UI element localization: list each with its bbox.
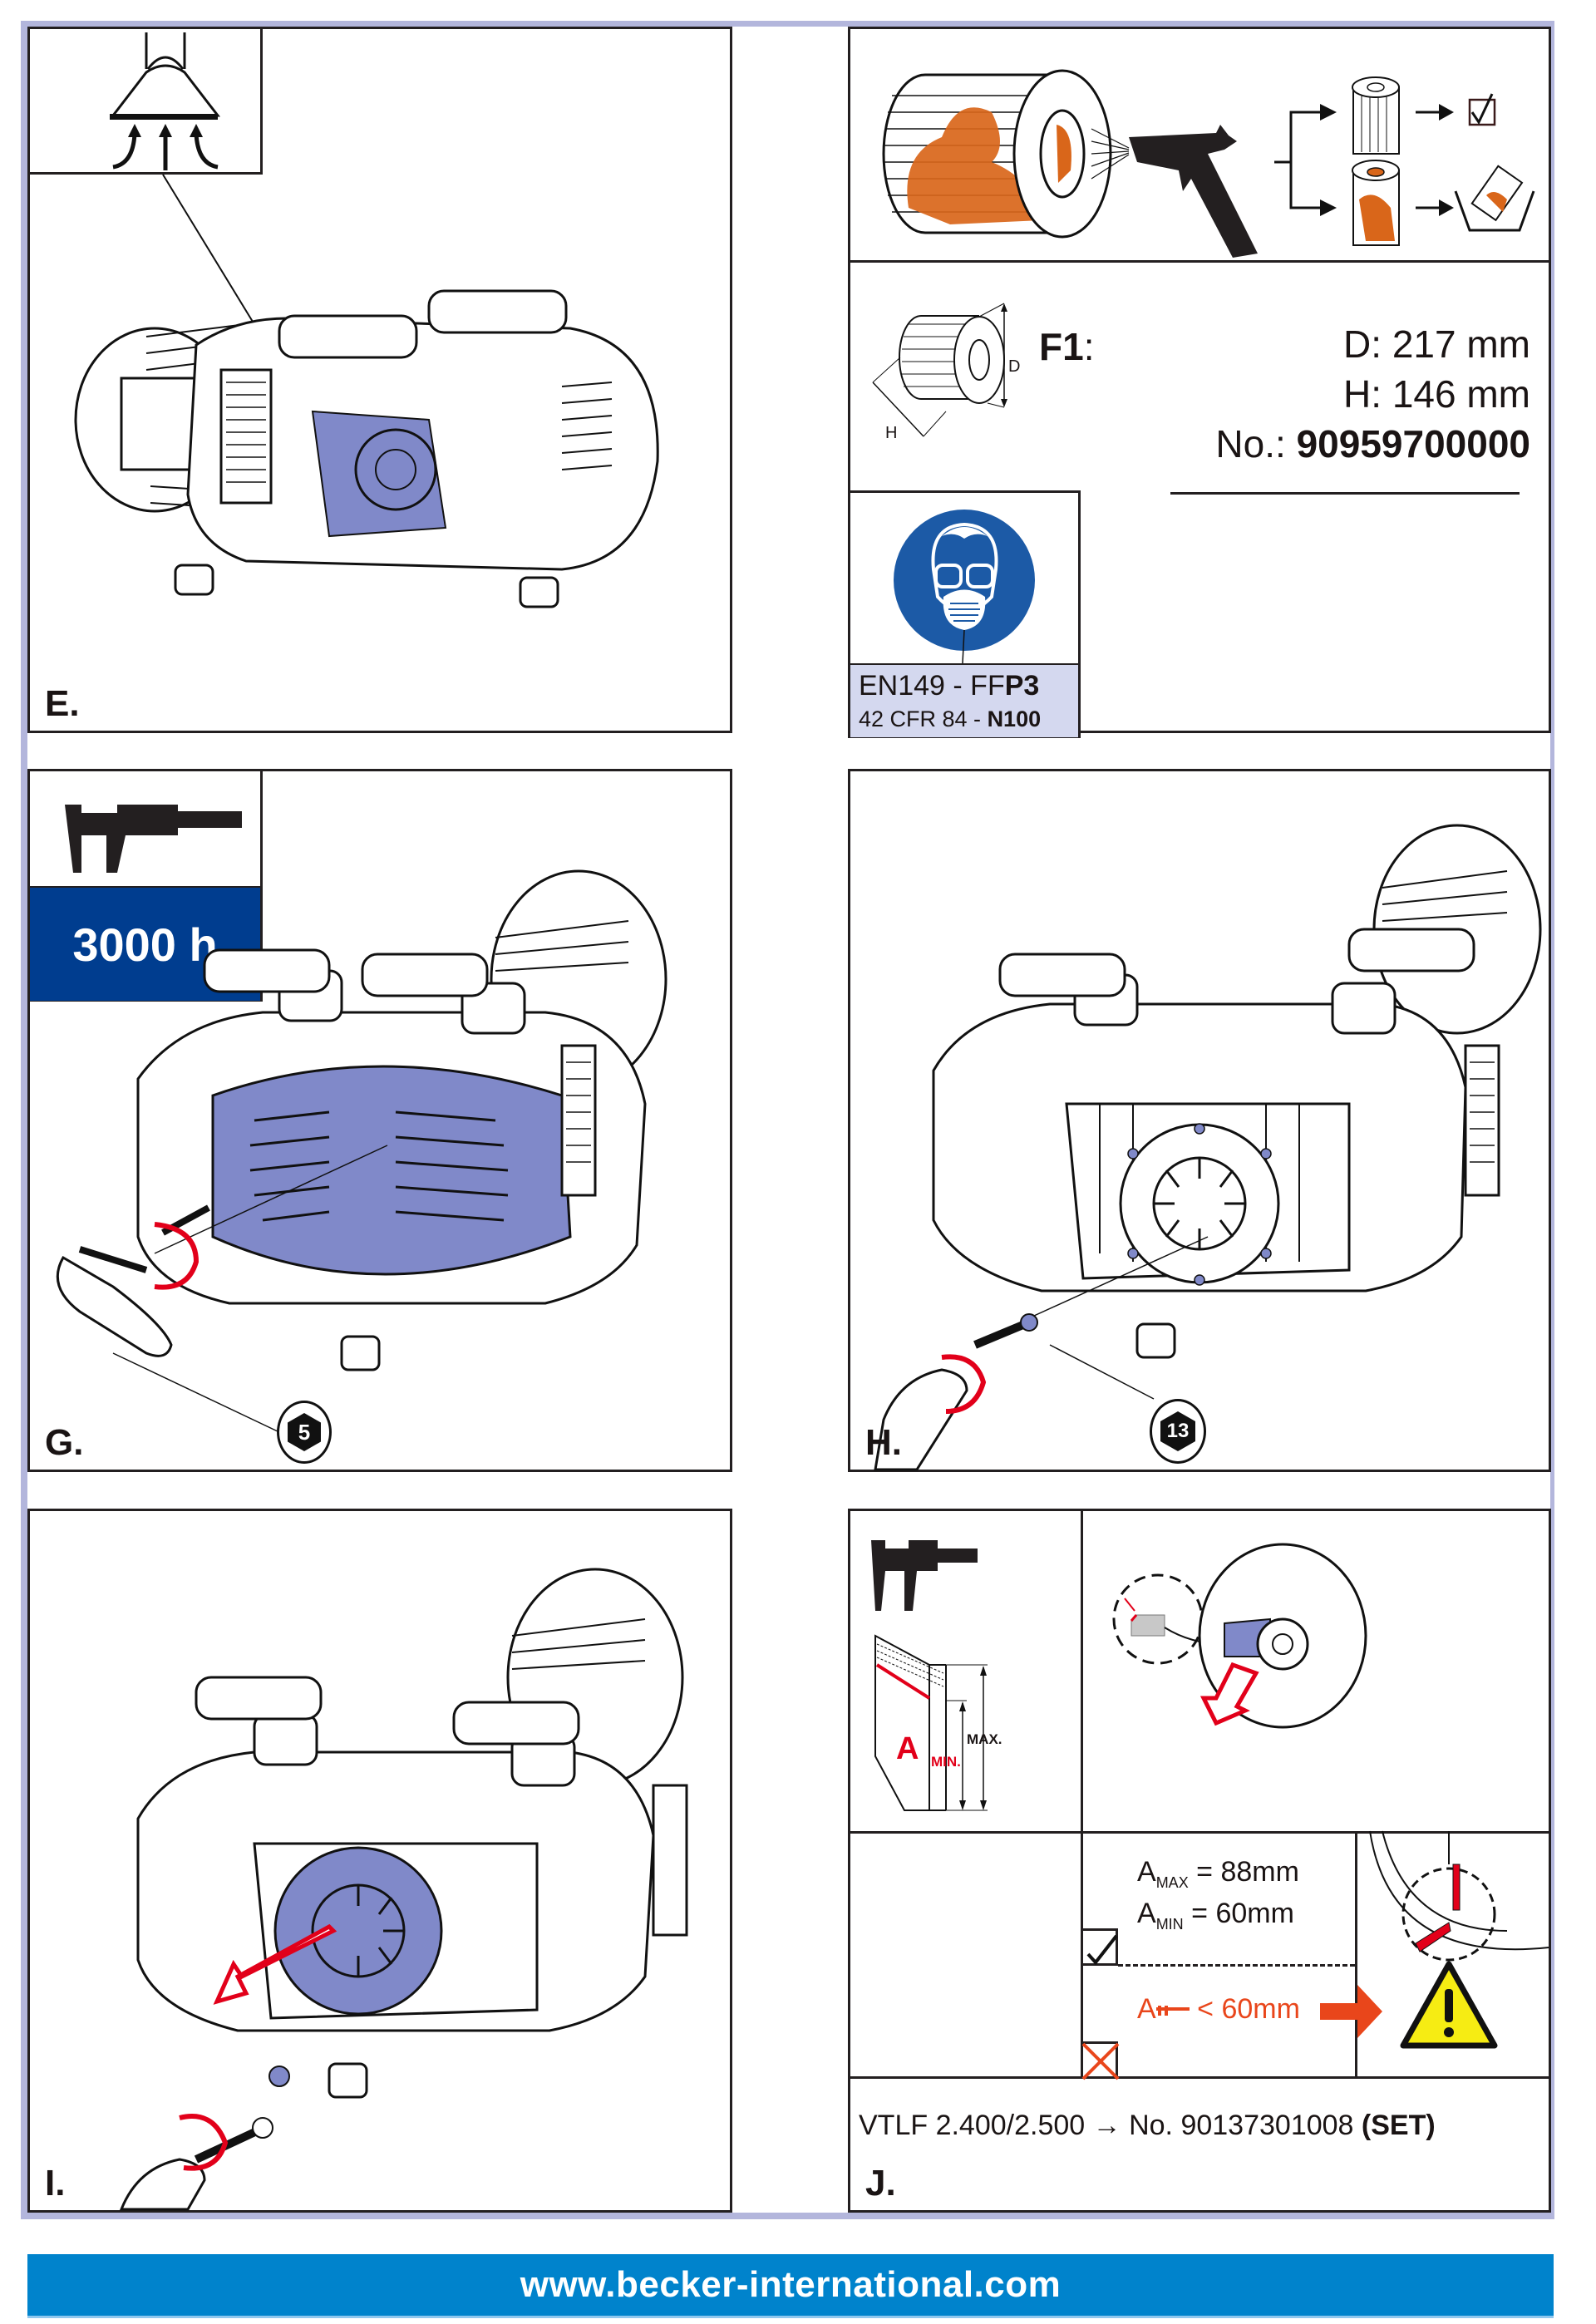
- rotate-arrow-icon: [154, 1222, 200, 1290]
- rotate-arrow-icon: [941, 1354, 987, 1414]
- a-max-value: = 88mm: [1196, 1856, 1299, 1888]
- wrench-size-badge-13: 13: [1150, 1399, 1206, 1464]
- step-letter-i: I.: [45, 2163, 66, 2203]
- filter-dimension-diagram: [872, 303, 1007, 437]
- pull-arrow-icon: [213, 1923, 337, 2005]
- step-letter-h: H.: [865, 1422, 902, 1463]
- extraction-hood-inset: [27, 27, 263, 175]
- a-min-value: = 60mm: [1191, 1898, 1294, 1929]
- divider: [850, 1831, 1549, 1834]
- part-number-label: No.:: [1215, 422, 1286, 465]
- branch-arrows: [1274, 111, 1324, 209]
- filter-id-colon: :: [1083, 325, 1095, 368]
- filter-height: H: 146 mm: [1343, 372, 1530, 416]
- warning-icon: [1400, 1961, 1498, 2049]
- panel-e: E.: [27, 27, 732, 733]
- compressor-rotor-illustration: [119, 1568, 688, 2211]
- caliper-icon: [871, 1540, 978, 1611]
- website-url[interactable]: www.becker-international.com: [520, 2264, 1062, 2305]
- ppe-line-2-bold: N100: [987, 707, 1042, 731]
- panel-g: 3000 h 5 G.: [27, 769, 732, 1472]
- kit-model: VTLF 2.400/2.500: [859, 2110, 1086, 2141]
- dashed-divider: [1118, 1964, 1355, 1967]
- compressor-illustration: [74, 174, 659, 608]
- ppe-line-2-prefix: 42 CFR 84 -: [859, 707, 988, 731]
- kit-arrow: →: [1092, 2110, 1121, 2141]
- panel-j: A MAX. MIN. AMAX = 88mm AMIN = 60mm A < …: [848, 1509, 1551, 2213]
- filter-id-code: F1: [1039, 325, 1084, 368]
- a-warning-value: < 60mm: [1197, 1993, 1300, 2025]
- caliper-icon: [1155, 2006, 1190, 2016]
- panel-h: 13 H.: [848, 769, 1551, 1472]
- right-arrow-icon: [1320, 1985, 1382, 2038]
- vane-icon: [874, 1634, 947, 1811]
- filter-cleaning-diagram: [882, 69, 1535, 258]
- caliper-icon: [65, 805, 242, 873]
- ok-filter-icon: [1352, 76, 1400, 155]
- a-max-spec: AMAX = 88mm: [1137, 1856, 1299, 1891]
- part-number-value: 90959700000: [1296, 422, 1530, 465]
- spec-underline: [1170, 492, 1520, 495]
- ppe-line-1-prefix: EN149 - FF: [859, 670, 1005, 702]
- min-label: MIN.: [931, 1754, 961, 1770]
- a-warning-symbol: A: [1137, 1993, 1156, 2025]
- filter-part-number: No.: 90959700000: [1215, 421, 1530, 466]
- disposal-bin-icon: [1454, 165, 1535, 232]
- air-gun-icon: [1129, 125, 1258, 258]
- filter-cartridge-icon: [882, 69, 1112, 239]
- ppe-line-2: 42 CFR 84 - N100: [859, 707, 1041, 732]
- a-min-spec: AMIN = 60mm: [1137, 1898, 1294, 1933]
- filter-diameter: D: 217 mm: [1343, 323, 1530, 366]
- divider: [1081, 1511, 1083, 2076]
- pull-arrow-icon: [1199, 1662, 1259, 1726]
- filter-dimension-icon: [872, 303, 1007, 437]
- wrench-size-badge-5: 5: [277, 1401, 332, 1464]
- interval-value: 3000 h: [72, 918, 218, 971]
- checkbox-ok-icon: [1081, 1928, 1118, 1966]
- kit-number: No. 90137301008: [1129, 2110, 1354, 2141]
- vane-removal-diagram: [1112, 1543, 1367, 1729]
- filter-id: F1:: [1039, 324, 1094, 369]
- wrench-size-5: 5: [288, 1413, 321, 1451]
- air-spray-lines: [1091, 128, 1130, 180]
- panel-f: D H F1: D: 217 mm H: 146 mm No.: 9095970…: [848, 27, 1551, 738]
- dirty-filter-icon: [1352, 160, 1400, 246]
- ppe-line-1-bold: P3: [1004, 670, 1040, 702]
- dimension-label-h: H: [885, 424, 898, 442]
- screwdriver-icon: [874, 1313, 1038, 1471]
- respirator-mask-icon: [894, 510, 1035, 664]
- vane-measure-diagram: [871, 1540, 988, 1811]
- step-letter-e: E.: [45, 683, 80, 724]
- panel-i: I.: [27, 1509, 732, 2213]
- rotate-arrow-icon: [179, 2114, 229, 2171]
- divider: [850, 2076, 1549, 2079]
- compressor-open-illustration: [874, 824, 1542, 1471]
- repair-kit-info: VTLF 2.400/2.500 → No. 90137301008 (SET): [859, 2110, 1436, 2142]
- ppe-standard-label: EN149 - FFP3 42 CFR 84 - N100: [850, 663, 1078, 737]
- screwdriver-icon: [119, 2117, 273, 2211]
- ppe-line-1: EN149 - FFP3: [859, 670, 1039, 702]
- divider: [850, 260, 1549, 263]
- extraction-hood-icon: [110, 32, 221, 170]
- ppe-box: EN149 - FFP3 42 CFR 84 - N100: [848, 490, 1081, 738]
- max-label: MAX.: [967, 1731, 1002, 1747]
- website-bar: www.becker-international.com: [27, 2254, 1554, 2318]
- worn-vane-detail: [1369, 1830, 1549, 2049]
- dimension-label-d: D: [1008, 357, 1021, 376]
- step-letter-g: G.: [45, 1422, 84, 1463]
- wrench-size-13: 13: [1160, 1411, 1195, 1451]
- step-letter-j: J.: [865, 2163, 896, 2203]
- divider: [1355, 1831, 1357, 2078]
- kit-set: (SET): [1361, 2110, 1436, 2141]
- a-warning-spec: A < 60mm: [1137, 1993, 1300, 2026]
- checkbox-fail-icon: [1081, 2041, 1120, 2080]
- checkbox-ok-icon: [1468, 93, 1496, 126]
- vane-label-a: A: [896, 1731, 919, 1766]
- a-min-subscript: MIN: [1155, 1915, 1184, 1933]
- compressor-cover-illustration: [56, 869, 667, 1433]
- a-max-subscript: MAX: [1155, 1873, 1189, 1891]
